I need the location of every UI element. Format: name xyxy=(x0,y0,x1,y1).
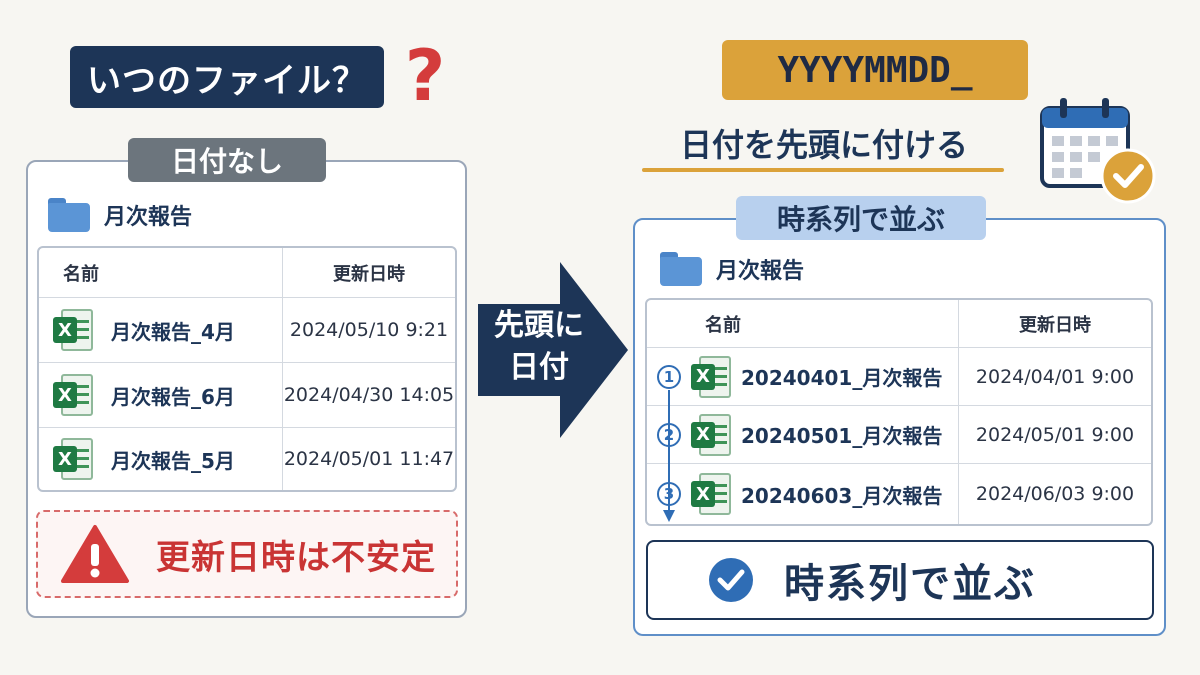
excel-file-icon: X xyxy=(691,473,731,515)
result-box: 時系列で並ぶ xyxy=(646,540,1154,620)
folder-icon xyxy=(48,198,90,232)
file-name: 20240501_月次報告 xyxy=(741,424,943,448)
format-badge: YYYYMMDD_ xyxy=(722,40,1028,100)
table-row[interactable]: X 月次報告_6月 2024/04/30 14:05 xyxy=(39,363,455,428)
arrow-label: 先頭に 日付 xyxy=(480,305,598,389)
right-table-header: 名前 更新日時 xyxy=(647,300,1151,348)
left-tag: 日付なし xyxy=(128,138,326,182)
left-folder-name: 月次報告 xyxy=(104,205,193,230)
right-folder[interactable]: 月次報告 xyxy=(660,252,804,286)
file-modified: 2024/04/30 14:05 xyxy=(283,384,455,406)
order-number: 1 xyxy=(657,364,681,389)
file-modified: 2024/04/01 9:00 xyxy=(975,365,1135,388)
file-modified: 2024/06/03 9:00 xyxy=(975,483,1135,505)
file-name: 月次報告_6月 xyxy=(111,384,235,409)
table-row[interactable]: X 月次報告_4月 2024/05/10 9:21 xyxy=(39,298,455,363)
table-row[interactable]: 3 X 20240603_月次報告 2024/06/03 9:00 xyxy=(647,464,1151,524)
excel-file-icon: X xyxy=(53,309,93,351)
file-name: 20240401_月次報告 xyxy=(741,366,943,390)
order-down-arrow-icon xyxy=(663,390,675,522)
right-subtitle: 日付を先頭に付ける xyxy=(679,126,968,164)
file-name: 20240603_月次報告 xyxy=(741,483,943,508)
file-name: 月次報告_5月 xyxy=(111,448,235,473)
right-header-name[interactable]: 名前 xyxy=(647,300,959,347)
left-file-table: 名前 更新日時 X 月次報告_4月 2024/05/10 9:21 X 月次報告… xyxy=(37,246,457,492)
folder-icon xyxy=(660,252,702,286)
right-file-table: 名前 更新日時 1 X 20240401_月次報告 2024/04/01 9:0… xyxy=(645,298,1153,526)
right-header-modified[interactable]: 更新日時 xyxy=(1019,314,1091,336)
result-text: 時系列で並ぶ xyxy=(784,561,1036,607)
right-folder-name: 月次報告 xyxy=(716,259,805,284)
arrow-label-line1: 先頭に xyxy=(494,308,584,343)
file-name: 月次報告_4月 xyxy=(111,319,235,344)
excel-file-icon: X xyxy=(691,413,731,456)
check-circle-icon xyxy=(709,558,753,602)
table-row[interactable]: 1 X 20240401_月次報告 2024/04/01 9:00 xyxy=(647,348,1151,406)
warning-box: 更新日時は不安定 xyxy=(36,510,458,598)
arrow-right-icon xyxy=(478,262,628,438)
table-row[interactable]: 2 X 20240501_月次報告 2024/05/01 9:00 xyxy=(647,406,1151,464)
table-row[interactable]: X 月次報告_5月 2024/05/01 11:47 xyxy=(39,428,455,490)
left-table-header: 名前 更新日時 xyxy=(39,248,455,298)
question-mark-icon: ? xyxy=(404,35,446,117)
left-header-name[interactable]: 名前 xyxy=(39,248,283,297)
calendar-check-icon xyxy=(1040,98,1156,204)
arrow-label-line2: 日付 xyxy=(509,350,569,385)
file-modified: 2024/05/01 9:00 xyxy=(975,423,1135,446)
left-title: いつのファイル？ xyxy=(70,46,384,108)
warning-icon xyxy=(61,525,129,583)
file-modified: 2024/05/01 11:47 xyxy=(283,448,455,470)
left-folder[interactable]: 月次報告 xyxy=(48,198,192,232)
left-header-modified[interactable]: 更新日時 xyxy=(333,263,405,285)
file-modified: 2024/05/10 9:21 xyxy=(289,319,449,341)
right-tag: 時系列で並ぶ xyxy=(736,196,986,240)
subtitle-underline xyxy=(642,168,1004,172)
warning-text: 更新日時は不安定 xyxy=(156,537,436,578)
excel-file-icon: X xyxy=(691,355,731,398)
excel-file-icon: X xyxy=(53,438,93,480)
excel-file-icon: X xyxy=(53,374,93,416)
